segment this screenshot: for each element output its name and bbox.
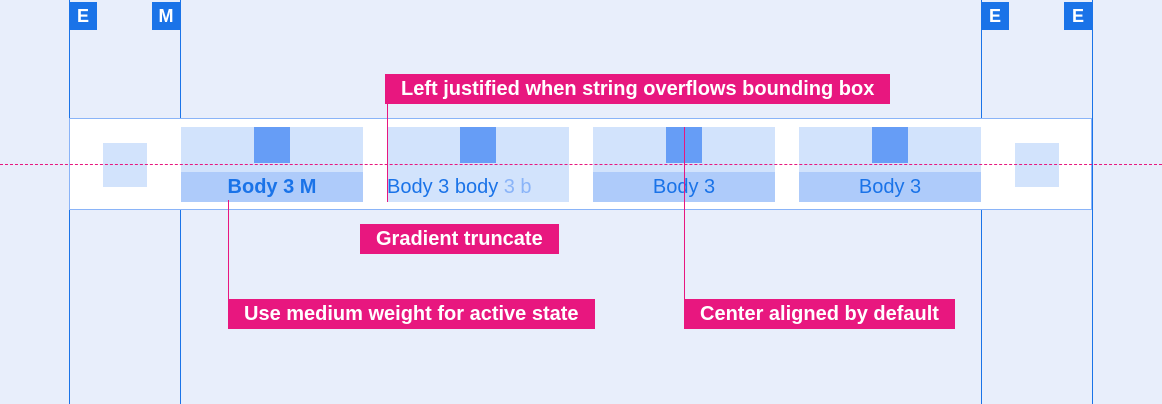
center-keyline [0,164,1162,165]
leader-line [228,200,229,300]
tab-icon [872,127,908,163]
edge-marker: E [1064,2,1092,30]
edge-guide-line-right [1092,0,1093,404]
tab-icon-area [387,127,569,172]
tab-icon-area [181,127,363,172]
callout-left-justified: Left justified when string overflows bou… [385,74,891,104]
tab-icon [254,127,290,163]
leader-line [684,127,685,300]
tab-label-text: Body 3 body [387,176,504,198]
tab-truncated[interactable]: Body 3 body 3 b [387,127,569,202]
tab-label-faded-text: 3 b [503,176,532,198]
leading-icon-placeholder [103,143,147,187]
callout-gradient-truncate: Gradient truncate [360,224,559,254]
edge-marker: E [981,2,1009,30]
callout-center-aligned: Center aligned by default [684,299,955,329]
tab-icon [460,127,496,163]
trailing-icon-placeholder [1015,143,1059,187]
leader-line [387,74,388,202]
margin-marker: M [152,2,180,30]
tab-label: Body 3 [799,172,981,202]
tab-icon-area [799,127,981,172]
callout-medium-weight: Use medium weight for active state [228,299,595,329]
tab-label: Body 3 M [181,172,363,202]
edge-marker: E [69,2,97,30]
tab-label: Body 3 body 3 b [387,172,569,202]
